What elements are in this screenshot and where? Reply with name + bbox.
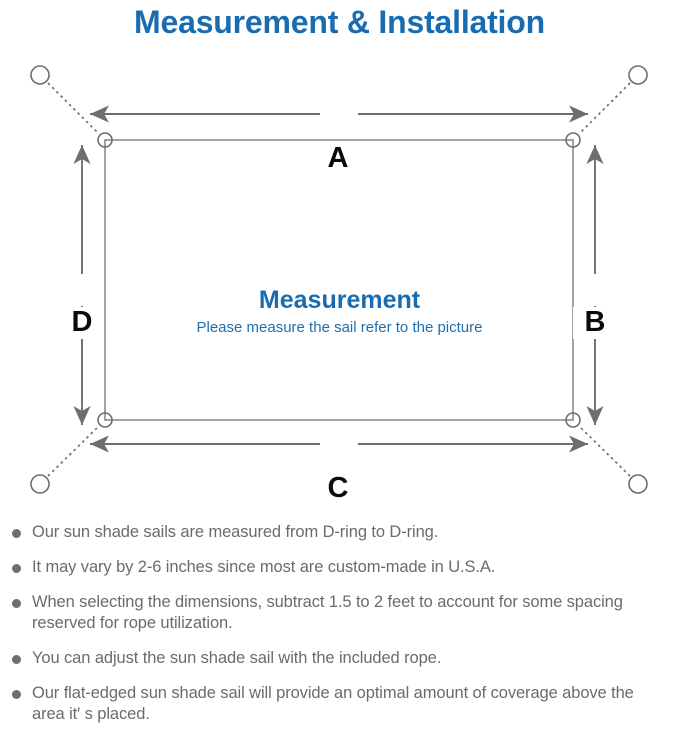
note-text: It may vary by 2-6 inches since most are… (32, 558, 496, 576)
note-text: Our sun shade sails are measured from D-… (32, 523, 439, 541)
note-text: Our flat-edged sun shade sail will provi… (32, 684, 634, 723)
diagram-svg (30, 65, 648, 494)
anchor-point-top-left (30, 65, 50, 85)
anchor-point-bottom-right (628, 474, 648, 494)
rope-top-right (578, 82, 631, 135)
notes-list: Our sun shade sails are measured from D-… (0, 522, 679, 739)
list-item: When selecting the dimensions, subtract … (0, 592, 679, 634)
list-item: You can adjust the sun shade sail with t… (0, 648, 679, 669)
dimension-label-a: A (313, 143, 363, 175)
sail-rectangle (104, 139, 574, 421)
dimension-label-c: C (313, 473, 363, 505)
note-text: When selecting the dimensions, subtract … (32, 593, 623, 632)
d-ring-bottom-left (97, 412, 113, 428)
anchor-point-bottom-left (30, 474, 50, 494)
bullet-icon (12, 529, 21, 538)
dimension-label-b: B (573, 307, 617, 339)
shade-sail-measurement-diagram: Measurement Please measure the sail refe… (0, 44, 679, 516)
d-ring-bottom-right (565, 412, 581, 428)
bullet-icon (12, 599, 21, 608)
rope-top-left (47, 82, 100, 135)
bullet-icon (12, 564, 21, 573)
rope-bottom-left (47, 425, 100, 477)
d-ring-top-right (565, 132, 581, 148)
list-item: Our flat-edged sun shade sail will provi… (0, 683, 679, 725)
bullet-icon (12, 690, 21, 699)
bullet-icon (12, 655, 21, 664)
d-ring-top-left (97, 132, 113, 148)
list-item: It may vary by 2-6 inches since most are… (0, 557, 679, 578)
page-title: Measurement & Installation (134, 4, 545, 40)
note-text: You can adjust the sun shade sail with t… (32, 649, 442, 667)
anchor-point-top-right (628, 65, 648, 85)
dimension-label-d: D (60, 307, 104, 339)
list-item: Our sun shade sails are measured from D-… (0, 522, 679, 543)
rope-bottom-right (578, 425, 631, 477)
